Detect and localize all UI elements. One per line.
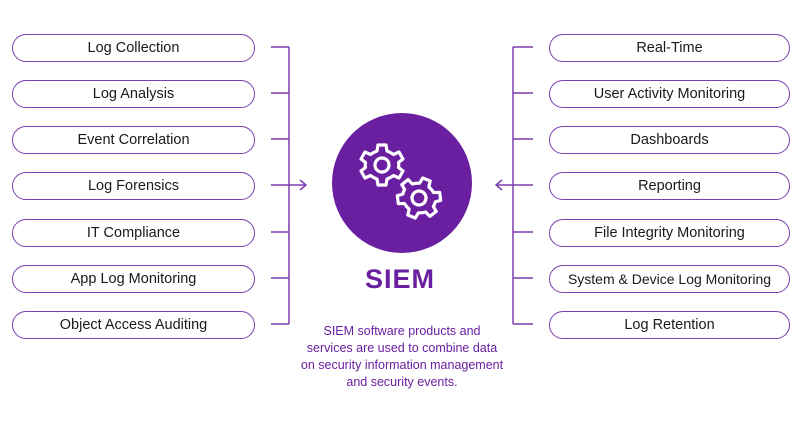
left-item-log-analysis: Log Analysis [12,80,255,108]
left-item-app-log-monitoring: App Log Monitoring [12,265,255,293]
gears-icon [359,143,448,227]
right-item-real-time: Real-Time [549,34,790,62]
left-item-it-compliance: IT Compliance [12,219,255,247]
right-item-reporting: Reporting [549,172,790,200]
pill-label: Log Forensics [87,178,180,194]
siem-title: SIEM [364,264,435,294]
left-item-log-forensics: Log Forensics [12,172,255,200]
pill-label: Event Correlation [77,132,190,148]
pill-label: Log Retention [624,317,715,333]
right-item-dashboards: Dashboards [549,126,790,154]
pill-label: File Integrity Monitoring [594,225,745,241]
pill-label: Log Analysis [92,86,175,102]
pill-label: System & Device Log Monitoring [567,271,772,287]
left-item-object-access-auditing: Object Access Auditing [12,311,255,339]
siem-description: SIEM software products and services are … [300,324,504,389]
pill-label: Reporting [638,178,701,194]
right-item-system-device-log-monitoring: System & Device Log Monitoring [549,265,790,293]
pill-label: User Activity Monitoring [593,86,746,102]
pill-label: App Log Monitoring [70,271,197,287]
pill-label: Object Access Auditing [59,317,208,333]
left-item-event-correlation: Event Correlation [12,126,255,154]
right-item-user-activity-monitoring: User Activity Monitoring [549,80,790,108]
pill-label: Dashboards [630,132,709,148]
pill-label: IT Compliance [86,225,181,241]
right-item-file-integrity-monitoring: File Integrity Monitoring [549,219,790,247]
pill-label: Real-Time [636,40,703,56]
left-item-log-collection: Log Collection [12,34,255,62]
siem-circle [332,113,472,253]
pill-label: Log Collection [87,40,180,56]
right-item-log-retention: Log Retention [549,311,790,339]
